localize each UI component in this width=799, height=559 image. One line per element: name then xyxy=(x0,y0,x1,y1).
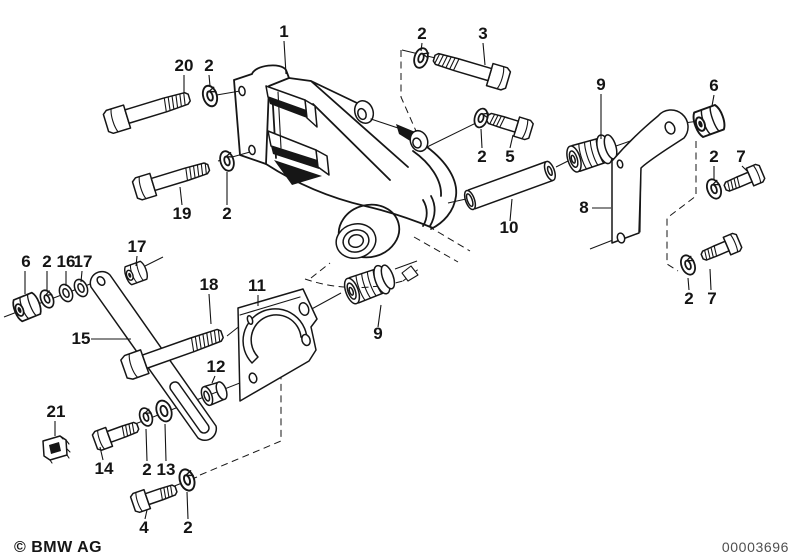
callout-21: 21 xyxy=(47,402,66,421)
assembly-dashed-lines xyxy=(199,50,697,476)
bracket-rib-upper-shadow xyxy=(268,97,307,118)
callout-3: 3 xyxy=(478,24,487,43)
callout-7-upper: 7 xyxy=(736,147,745,166)
callout-15: 15 xyxy=(72,329,91,348)
callout-16: 16 xyxy=(57,252,76,271)
lock-washer-part-2-for-4 xyxy=(175,466,199,494)
bolt-part-7-lower xyxy=(697,231,744,267)
bolt-part-20 xyxy=(101,85,194,136)
diagram-number: 00003696 xyxy=(722,539,789,555)
callout-10: 10 xyxy=(500,218,519,237)
callout-12: 12 xyxy=(207,357,226,376)
lock-washer-part-2-for-20 xyxy=(199,82,221,109)
callout-8: 8 xyxy=(579,198,588,217)
callout-7-lower: 7 xyxy=(707,289,716,308)
washer-part-13 xyxy=(152,397,176,425)
callout-leader-lines xyxy=(24,40,749,520)
callout-2-for-3: 2 xyxy=(417,24,426,43)
bracket-rib-lower-shadow xyxy=(271,146,319,169)
callout-17-stack: 17 xyxy=(74,252,93,271)
callout-2-left: 2 xyxy=(42,252,51,271)
callout-2-for-4: 2 xyxy=(183,518,192,537)
callout-9-lower: 9 xyxy=(373,324,382,343)
callout-2-for-5: 2 xyxy=(477,147,486,166)
bushing-part-9-lower xyxy=(340,260,399,308)
callout-20: 20 xyxy=(175,56,194,75)
callout-1: 1 xyxy=(279,22,288,41)
callout-17-top: 17 xyxy=(128,237,147,256)
callout-6-left: 6 xyxy=(21,252,30,271)
callout-2-for-14: 2 xyxy=(142,460,151,479)
hex-nut-part-6-right xyxy=(689,102,729,140)
bolt-part-5 xyxy=(483,107,535,142)
bracket-web xyxy=(265,77,434,229)
callout-9-upper: 9 xyxy=(596,75,605,94)
lock-washer-part-2-for-19 xyxy=(216,148,238,174)
bolt-part-3 xyxy=(430,46,513,92)
callout-2-right-upper: 2 xyxy=(709,147,718,166)
callout-11: 11 xyxy=(248,276,266,295)
hidden-part-outline xyxy=(401,265,419,282)
callout-13: 13 xyxy=(157,460,176,479)
callout-19: 19 xyxy=(173,204,192,223)
bolt-part-19 xyxy=(130,155,213,202)
bolt-part-14 xyxy=(90,416,142,453)
support-bracket-part-8 xyxy=(611,109,689,244)
hex-nut-part-6-left xyxy=(9,290,45,324)
bracket-flange xyxy=(233,64,290,165)
lock-washer-part-2-right-upper xyxy=(703,176,725,202)
callout-6-right: 6 xyxy=(709,76,718,95)
callout-2-for-20: 2 xyxy=(204,56,213,75)
lock-washer-part-2-for-14 xyxy=(136,405,156,429)
callout-18: 18 xyxy=(200,275,219,294)
callout-14: 14 xyxy=(95,459,114,478)
callout-4: 4 xyxy=(139,518,149,537)
callout-2-for-19: 2 xyxy=(222,204,231,223)
alternator-bracket-part-1 xyxy=(233,64,458,259)
clip-nut-part-21 xyxy=(42,435,71,464)
bracket-arm xyxy=(412,146,458,230)
callout-2-right-lower: 2 xyxy=(684,289,693,308)
copyright-text: © BMW AG xyxy=(14,539,102,556)
lock-washer-part-2-right-lower xyxy=(677,252,699,278)
adapter-plate-part-11 xyxy=(237,288,318,402)
callout-5: 5 xyxy=(505,147,514,166)
spacer-tube-part-10 xyxy=(461,159,559,212)
bolt-part-4 xyxy=(128,478,181,515)
lock-washer-part-2-for-5 xyxy=(471,106,491,130)
